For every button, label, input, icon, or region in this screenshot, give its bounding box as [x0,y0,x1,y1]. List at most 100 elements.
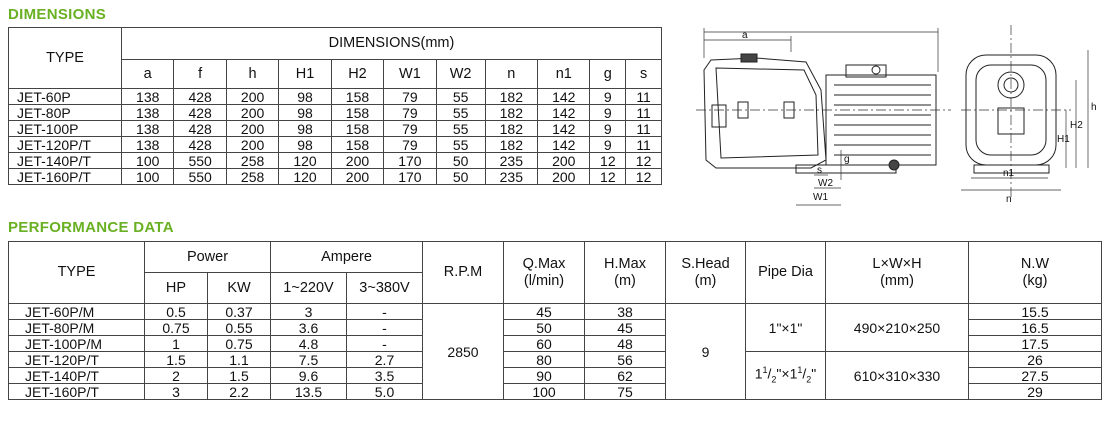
amp1-value: 3 [270,303,347,320]
pump-dimension-drawing: a W1 W2 s g n1 n H1 H2 h [696,25,1097,206]
dim-group-header: DIMENSIONS(mm) [121,27,662,60]
dim-value: 79 [383,136,437,153]
dim-value: 158 [330,88,385,105]
dim-value: 12 [589,168,627,185]
dim-value: 142 [537,104,591,121]
lwh-value: 490×210×250 [825,303,969,352]
cable-gland [871,65,881,75]
dim-value: 138 [120,136,175,153]
dim-value: 200 [537,168,591,185]
dim-value: 200 [225,120,280,137]
model-name: JET-60P/M [8,303,145,320]
amp3-value: - [346,319,423,336]
mount-bolt [888,159,900,171]
dim-value: 55 [435,88,486,105]
lwh-header-line2: (mm) [880,272,914,289]
lwh-value: 610×310×330 [825,351,969,400]
nw-value: 16.5 [968,319,1102,336]
dim-value: 79 [383,120,437,137]
dim-value: 182 [484,104,539,121]
dim-value: 158 [330,104,385,121]
dim-value: 138 [120,104,175,121]
dim-value: 11 [625,120,662,137]
qmax-value: 80 [503,351,585,368]
qmax-value: 90 [503,367,585,384]
dim-value: 142 [537,136,591,153]
terminal-box [845,64,887,78]
dim-value: 9 [589,88,627,105]
pipe-header: Pipe Dia [745,241,826,304]
hmax-value: 56 [584,351,666,368]
dim-value: 200 [225,136,280,153]
dim-value: 55 [435,136,486,153]
dim-value: 11 [625,88,662,105]
model-name: JET-100P/M [8,335,145,352]
amp1-header: 1~220V [270,272,347,304]
qmax-header-line1: Q.Max [522,256,566,272]
pipe-frac-den: 2 [771,374,777,385]
dim-value: 170 [383,152,437,169]
dim-type-header: TYPE [8,27,122,89]
dim-value: 9 [589,104,627,121]
dim-value: 550 [173,152,227,169]
dim-col-f: f [173,59,227,89]
kw-value: 0.75 [207,335,271,352]
nw-value: 29 [968,383,1102,400]
front-base [973,164,1050,174]
dim-value: 12 [589,152,627,169]
power-header: Power [144,241,271,273]
amp1-value: 3.6 [270,319,347,336]
dim-value: 182 [484,120,539,137]
model-name: JET-120P/T [8,136,122,153]
dim-value: 200 [537,152,591,169]
kw-value: 2.2 [207,383,271,400]
pump-body-outline [703,57,827,169]
hmax-header-line1: H.Max [604,256,646,272]
dim-value: 12 [625,168,662,185]
priming-plug [740,53,758,63]
hp-header: HP [144,272,208,304]
kw-header: KW [207,272,271,304]
dim-value: 182 [484,136,539,153]
pipe-times: "× [776,365,790,382]
dim-value: 50 [435,168,486,185]
dim-value: 200 [330,152,385,169]
dim-col-W2: W2 [435,59,486,89]
kw-value: 0.55 [207,319,271,336]
dim-value: 200 [225,88,280,105]
dim-value: 158 [330,136,385,153]
pipe-inch: " [811,365,817,382]
dim-value: 235 [484,152,539,169]
dim-value: 235 [484,168,539,185]
dim-value: 182 [484,88,539,105]
dim-value: 258 [225,152,280,169]
lwh-header: L×W×H (mm) [825,241,969,304]
shead-value: 9 [665,303,746,400]
dim-col-s: s [625,59,662,89]
dim-value: 9 [589,136,627,153]
label-g: g [844,154,850,165]
kw-value: 0.37 [207,303,271,320]
dim-value: 98 [278,136,332,153]
dim-value: 11 [625,104,662,121]
label-h2: H2 [1070,120,1083,131]
dim-value: 100 [120,152,175,169]
hp-value: 1.5 [144,351,208,368]
amp1-value: 7.5 [270,351,347,368]
model-name: JET-160P/T [8,383,145,400]
pipe-dia-value: 11/2"×11/2" [745,351,826,400]
dim-value: 158 [330,120,385,137]
model-name: JET-80P [8,104,122,121]
dim-value: 428 [173,88,227,105]
pipe-frac-den: 2 [806,374,812,385]
pipe-dia-value: 1"×1" [745,303,826,352]
hmax-value: 38 [584,303,666,320]
dim-col-n: n [484,59,539,89]
dim-value: 200 [330,168,385,185]
